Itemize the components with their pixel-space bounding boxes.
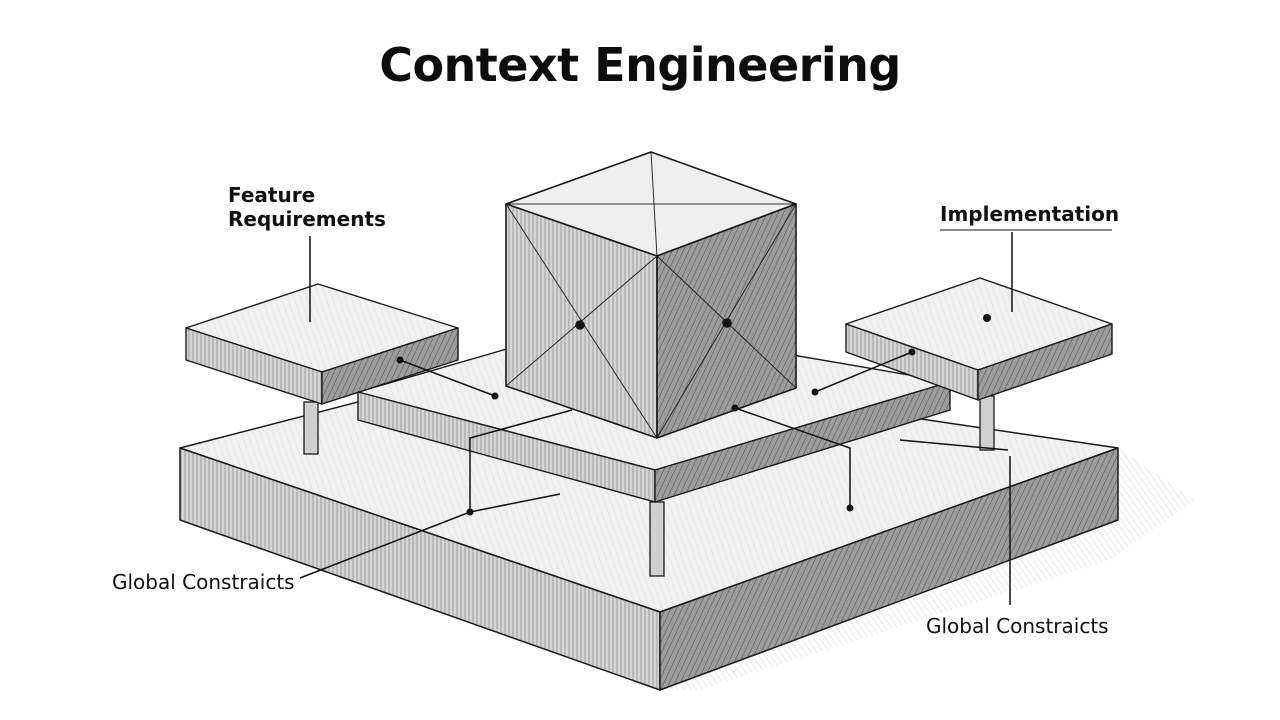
central-cube xyxy=(505,151,797,439)
global-constraints-right-label: Global Constraicts xyxy=(926,614,1109,638)
left-platform xyxy=(185,283,459,405)
diagram-title: Context Engineering xyxy=(379,38,901,92)
implementation-label: Implementation xyxy=(940,202,1120,226)
right-platform xyxy=(845,277,1113,401)
leader-dots xyxy=(396,314,991,516)
global-constraints-left-label: Global Constraicts xyxy=(112,570,295,594)
feature-requirements-label: Feature Requirements xyxy=(228,183,386,231)
